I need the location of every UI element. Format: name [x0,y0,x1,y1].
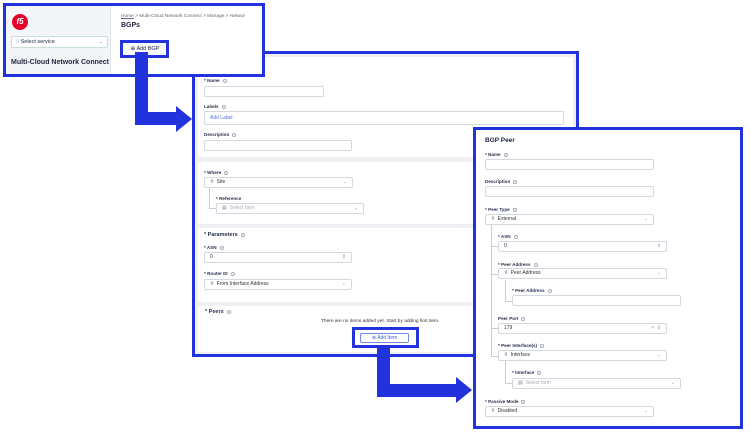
peer-address-label: * Peer Address [512,288,552,293]
where-label: * Where [204,170,229,175]
branch-icon: ⥮ [504,352,508,358]
page-title: BGPs [121,22,141,29]
peer-description-input[interactable] [485,186,654,197]
description-label: Description [204,132,237,137]
peer-port-input[interactable]: 179×⇕ [498,323,667,334]
parameters-heading: * Parameters [204,232,245,238]
chevron-down-icon: ⌄ [353,205,358,211]
description-input[interactable] [204,140,352,151]
chevron-down-icon: ⌄ [670,380,675,386]
reference-select[interactable]: ▤Select Item⌄ [216,203,364,214]
peers-empty-text: There are no items added yet. Start by a… [321,319,440,324]
peer-description-label: Description [485,179,518,184]
peer-address-type-label: * Peer Address [498,262,538,267]
where-select[interactable]: ⥮Site⌄ [204,177,353,188]
chevron-down-icon: ⌄ [342,179,347,185]
branch-icon: ⥮ [491,216,495,222]
branch-icon: ⥮ [491,408,495,414]
peer-type-label: * Peer Type [485,207,517,212]
interface-label: * Interface [512,370,542,375]
bgp-peer-title: BGP Peer [485,137,515,144]
asn-input[interactable]: 0⇕ [204,252,352,263]
peer-asn-label: * ASN [498,234,518,239]
chevron-down-icon: ⌄ [643,408,648,414]
chevron-down-icon: ⌄ [341,281,346,287]
peer-port-label: Peer Port [498,316,526,321]
chevron-down-icon: ⌄ [643,216,648,222]
arrow-icon [456,377,472,403]
peer-type-select[interactable]: ⥮External⌄ [485,214,654,225]
breadcrumb-item[interactable]: Networ [229,14,246,19]
router-id-select[interactable]: ⥮From Interface Address⌄ [204,279,352,290]
peer-interfaces-label: * Peer Interface(s) [498,343,545,348]
name-input[interactable] [204,86,324,97]
peer-address-type-select[interactable]: ⥮Peer Address⌄ [498,268,667,279]
peer-name-input[interactable] [485,159,654,170]
reference-label: * Reference [216,196,242,201]
add-item-button[interactable]: ⊕ Add Item [360,333,409,343]
breadcrumb-item[interactable]: Manage [207,14,225,19]
stepper-icon[interactable]: ⇕ [656,243,661,249]
passive-mode-label: * Passive Mode [485,399,526,404]
grid-icon: ⁞⁞ [16,39,21,45]
peer-address-input[interactable] [512,295,681,306]
asn-label: * ASN [204,245,224,250]
breadcrumb-home[interactable]: Home [121,14,134,19]
labels-input[interactable]: Add Label [204,111,564,125]
peer-name-label: * Name [485,152,508,157]
f5-logo: f5 [12,14,28,30]
router-id-label: * Router ID [204,271,235,276]
add-bgp-button[interactable]: ⊕ Add BGP [130,46,160,52]
peer-interfaces-select[interactable]: ⥮Interface⌄ [498,350,667,361]
peer-asn-input[interactable]: 0⇕ [498,241,667,252]
passive-mode-select[interactable]: ⥮Disabled⌄ [485,406,654,417]
branch-icon: ⥮ [504,270,508,276]
list-icon: ▤ [222,205,227,211]
interface-select[interactable]: ▤Select Item⌄ [512,378,681,389]
list-icon: ▤ [518,380,523,386]
branch-icon: ⥮ [210,179,214,185]
labels-label: Labels [204,104,226,109]
arrow-icon [176,106,192,132]
select-service-dropdown[interactable]: ⁞⁞ Select service⌄ [11,36,108,48]
breadcrumb-item[interactable]: Multi-Cloud Network Connect [139,14,202,19]
chevron-down-icon: ⌄ [656,270,661,276]
stepper-icon[interactable]: ⇕ [341,254,346,260]
bgps-page-panel: f5 ⁞⁞ Select service⌄ Multi-Cloud Networ… [3,3,265,77]
breadcrumb: Home > Multi-Cloud Network Connect > Man… [121,14,246,19]
service-title: Multi-Cloud Network Connect [11,59,109,66]
chevron-down-icon: ⌄ [656,352,661,358]
branch-icon: ⥮ [210,281,214,287]
stepper-icon[interactable]: ⇕ [656,325,661,331]
name-label: * Name [204,78,227,83]
clear-icon[interactable]: × [651,325,654,331]
peers-heading: * Peers [205,309,231,315]
